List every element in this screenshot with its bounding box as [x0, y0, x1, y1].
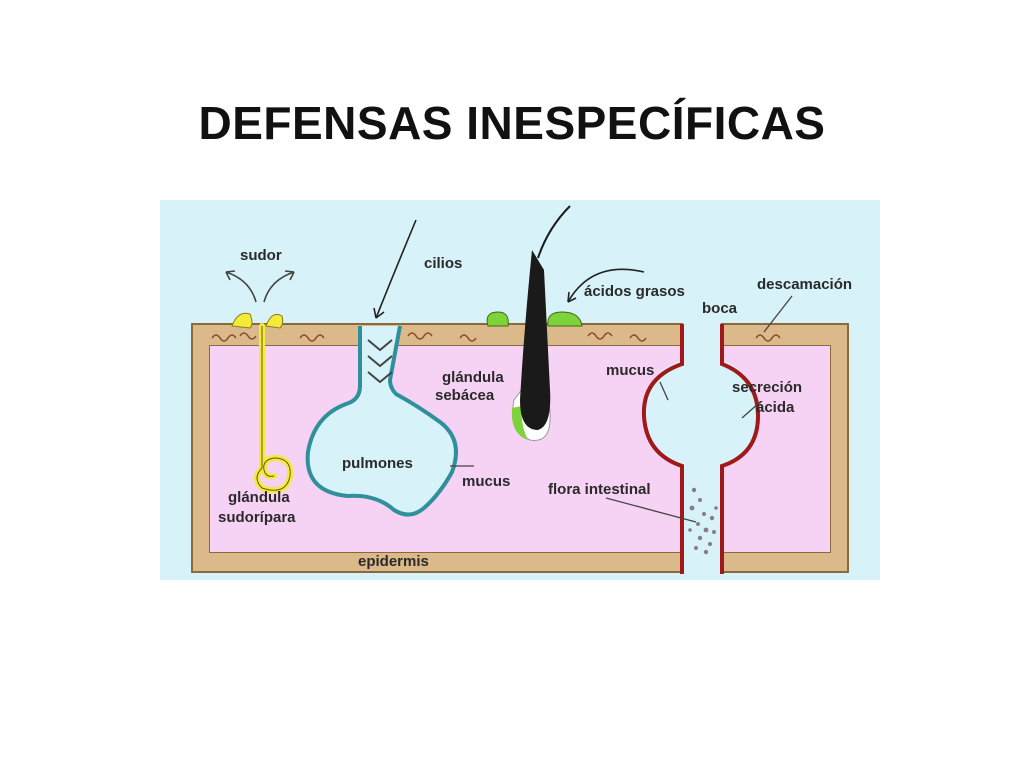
label-epidermis: epidermis: [358, 553, 429, 570]
label-glandula-sudoripara-2: sudorípara: [218, 509, 296, 526]
skin-flakes: [211, 332, 781, 342]
fatty-acid-arrow: [567, 268, 645, 303]
lung: [305, 325, 458, 517]
label-descamacion: descamación: [757, 276, 852, 293]
cilia-arrow: [373, 219, 417, 319]
label-pulmones: pulmones: [342, 455, 413, 472]
sweat-gland: [231, 312, 294, 494]
cilia: [367, 339, 393, 384]
label-boca: boca: [702, 300, 738, 317]
label-secrecion-2: ácida: [756, 399, 795, 416]
hair-follicle: [486, 205, 583, 441]
label-flora-intestinal: flora intestinal: [548, 481, 651, 498]
label-mucus-lung: mucus: [462, 473, 510, 490]
sweat-arrows: [225, 270, 295, 303]
label-glandula-sebacea-1: glándula: [442, 369, 504, 386]
pointer-lines: [450, 381, 761, 523]
intestinal-flora: [688, 487, 718, 555]
page-title: DEFENSAS INESPECÍFICAS: [198, 97, 826, 149]
label-secrecion-1: secreción: [732, 379, 802, 396]
label-glandula-sebacea-2: sebácea: [435, 387, 495, 404]
label-cilios: cilios: [424, 255, 462, 272]
label-sudor: sudor: [240, 247, 282, 264]
label-glandula-sudoripara-1: glándula: [228, 489, 290, 506]
descamacion-pointer: [763, 295, 793, 333]
label-acidos-grasos: ácidos grasos: [584, 283, 685, 300]
label-mucus-gut: mucus: [606, 362, 654, 379]
